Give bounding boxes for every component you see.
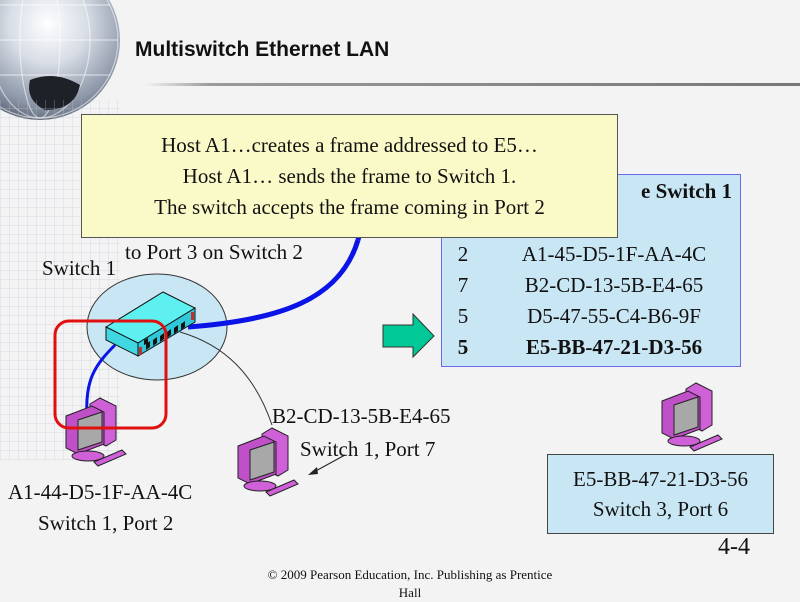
cable-to-host-a1 bbox=[85, 343, 117, 416]
slide-title: Multiswitch Ethernet LAN bbox=[135, 38, 390, 61]
table-port: 2 bbox=[457, 242, 469, 266]
callout-line: Host A1…creates a frame addressed to E5… bbox=[161, 132, 538, 157]
table-mac: A1-45-D5-1F-AA-4C bbox=[521, 242, 707, 266]
highlight-rounded-rect bbox=[53, 319, 168, 430]
slide-number: 4-4 bbox=[718, 534, 750, 560]
footer-line: © 2009 Pearson Education, Inc. Publishin… bbox=[267, 567, 553, 582]
footer-copyright: © 2009 Pearson Education, Inc. Publishin… bbox=[200, 566, 620, 602]
callout-box: Host A1…creates a frame addressed to E5…… bbox=[81, 114, 618, 238]
table-mac: B2-CD-13-5B-E4-65 bbox=[524, 273, 704, 297]
table-port: 5 bbox=[457, 304, 469, 328]
cable-to-switch2 bbox=[187, 239, 361, 330]
globe-icon bbox=[0, 0, 120, 120]
title-divider bbox=[145, 83, 800, 86]
callout-line: Host A1… sends the frame to Switch 1. bbox=[182, 163, 517, 188]
host-b2-location: Switch 1, Port 7 bbox=[300, 437, 436, 461]
pointer-line bbox=[311, 454, 346, 474]
right-arrow-icon bbox=[382, 312, 435, 359]
host-e5-location: Switch 3, Port 6 bbox=[592, 497, 729, 521]
host-a1-location: Switch 1, Port 2 bbox=[38, 511, 174, 535]
host-b2-mac: B2-CD-13-5B-E4-65 bbox=[272, 404, 451, 428]
host-e5-mac: E5-BB-47-21-D3-56 bbox=[573, 467, 748, 491]
host-a1-mac: A1-44-D5-1F-AA-4C bbox=[8, 480, 193, 504]
table-mac: E5-BB-47-21-D3-56 bbox=[525, 335, 703, 359]
host-e5-label-box: E5-BB-47-21-D3-56 Switch 3, Port 6 bbox=[547, 454, 774, 534]
table-port: 7 bbox=[457, 273, 469, 297]
callout-line: The switch accepts the frame coming in P… bbox=[154, 194, 545, 219]
table-row: 5 D5-47-55-C4-B6-9F bbox=[442, 304, 742, 335]
pointer-arrowhead bbox=[308, 467, 318, 475]
switching-table-heading: e Switch 1 bbox=[641, 179, 732, 203]
to-port3-label: to Port 3 on Switch 2 bbox=[125, 240, 303, 264]
switch1-label: Switch 1 bbox=[42, 256, 117, 280]
table-row-highlighted: 5 E5-BB-47-21-D3-56 bbox=[442, 335, 742, 366]
table-mac: D5-47-55-C4-B6-9F bbox=[527, 304, 701, 328]
host-a1-computer bbox=[65, 397, 127, 467]
host-e5-computer bbox=[661, 382, 723, 452]
footer-line: Hall bbox=[398, 585, 422, 600]
table-port: 5 bbox=[457, 335, 469, 359]
table-row: 2 A1-45-D5-1F-AA-4C bbox=[442, 242, 742, 273]
cable-to-host-b2 bbox=[179, 331, 273, 426]
host-b2-computer bbox=[237, 427, 299, 497]
table-row: 7 B2-CD-13-5B-E4-65 bbox=[442, 273, 742, 304]
